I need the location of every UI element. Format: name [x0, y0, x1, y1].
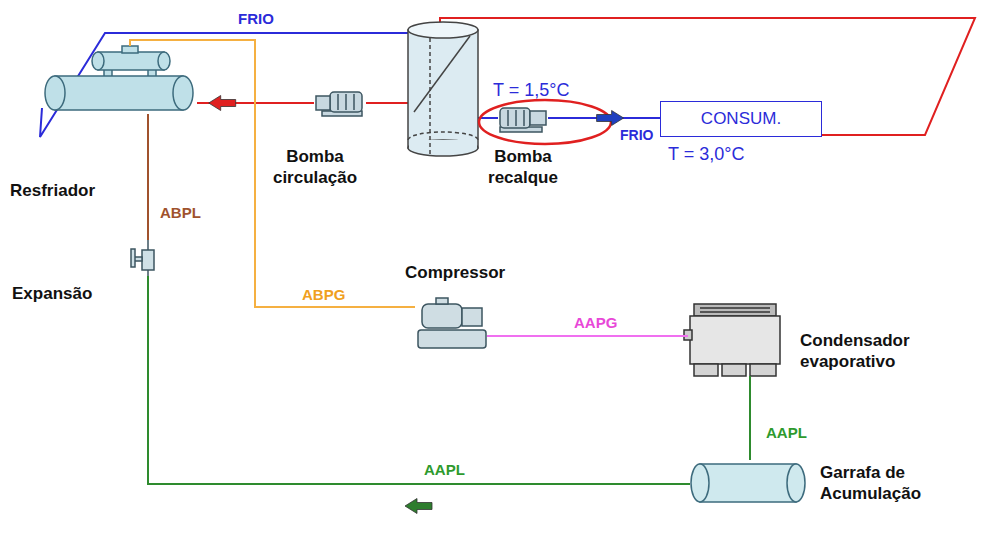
pipe-line	[148, 276, 690, 484]
pump-icon	[500, 108, 546, 132]
pipe-line	[749, 376, 751, 460]
temperature-label: T = 1,5°C	[493, 80, 569, 101]
flow-label: FRIO	[238, 10, 274, 27]
pipe-connector	[548, 111, 660, 126]
pipe-label: AAPL	[422, 461, 467, 479]
flow-arrow	[597, 111, 624, 126]
receiver-tank: Garrafa de Acumulação	[690, 460, 806, 502]
pipe-label: ABPL	[158, 204, 203, 222]
warm-return-line	[440, 18, 975, 135]
pipe-label: AAPL	[764, 424, 809, 442]
component-label: Condensador evaporativo	[800, 330, 930, 372]
condenser-icon	[684, 304, 780, 376]
highlight-ellipse	[479, 100, 611, 144]
chiller-icon	[45, 46, 193, 110]
compressor: Compressor	[415, 298, 487, 350]
component-label: Bomba recalque	[478, 146, 568, 188]
expansion-valve-icon	[131, 240, 154, 276]
component-label: Garrafa de Acumulação	[820, 462, 940, 504]
flow-arrow	[405, 499, 432, 514]
tank-to-pump-line	[366, 102, 408, 104]
chiller: Resfriador	[40, 46, 197, 114]
storage-tank	[408, 22, 478, 156]
pipe-connector	[148, 276, 690, 514]
pipe-connector	[487, 336, 688, 337]
pipe-label: ABPG	[300, 286, 347, 304]
consumer-box: CONSUM.	[660, 101, 822, 137]
circulation-pump: Bomba circulação	[314, 90, 366, 116]
pipe-line	[487, 335, 688, 337]
box-label: CONSUM.	[671, 109, 811, 129]
compressor-icon	[418, 298, 486, 348]
temperature-label: T = 3,0°C	[668, 144, 744, 165]
pipe-label: FRIO	[618, 126, 655, 144]
flow-arrow	[209, 96, 236, 111]
component-label: Bomba circulação	[265, 146, 365, 188]
pipe-connector	[148, 114, 149, 240]
evaporative-condenser: Condensador evaporativo	[688, 302, 782, 376]
pipe-line	[130, 40, 415, 307]
component-label: Compressor	[405, 262, 525, 283]
component-label: Resfriador	[10, 180, 130, 201]
delivery-pump: Bomba recalque	[498, 106, 548, 132]
cold-return-line	[40, 33, 408, 137]
component-label: Expansão	[12, 283, 122, 304]
pipe-label: AAPG	[572, 314, 619, 332]
expansion-valve: Expansão	[132, 240, 164, 276]
pump-icon	[316, 92, 362, 116]
pipe-connector	[130, 40, 415, 307]
receiver-icon	[691, 464, 805, 502]
pipe-line	[147, 114, 149, 240]
pipe-connector	[750, 376, 751, 460]
